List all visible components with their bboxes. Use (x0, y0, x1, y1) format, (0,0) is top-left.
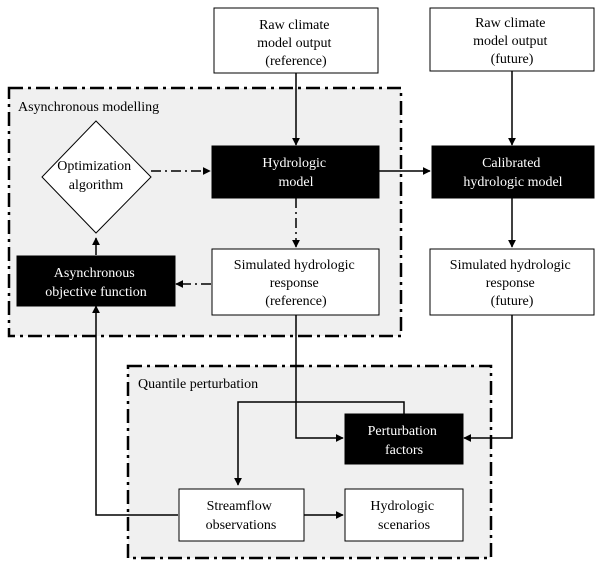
box-calibrated-model (431, 145, 595, 199)
edge-sim-fut-to-perturbation (463, 315, 513, 442)
box-hydrologic-model (211, 145, 380, 199)
label-async-objective: Asynchronous objective function (45, 266, 146, 300)
label-hydrologic-model: Hydrologic model (262, 156, 329, 190)
box-optimization-algorithm (41, 120, 152, 234)
label-raw-ref: Raw climate model output (reference) (257, 18, 335, 69)
region-async-label: Asynchronous modelling (18, 100, 159, 115)
box-raw-climate-future (429, 7, 595, 72)
label-sim-fut: Simulated hydrologic response (future) (450, 258, 574, 309)
box-streamflow-observations (178, 488, 305, 542)
label-perturbation: Perturbation factors (368, 424, 441, 458)
label-scenarios: Hydrologic scenarios (370, 499, 437, 533)
label-calibrated-model: Calibrated hydrologic model (463, 156, 562, 190)
edge-streamflow-to-objective (92, 305, 178, 516)
edge-perturbation-to-streamflow (234, 401, 405, 486)
box-sim-fut (429, 248, 595, 316)
label-sim-ref: Simulated hydrologic response (reference… (234, 258, 358, 309)
box-perturbation-factors (344, 413, 464, 465)
label-raw-fut: Raw climate model output (future) (473, 16, 551, 67)
label-streamflow: Streamflow observations (206, 499, 277, 533)
label-optimization: Optimization algorithm (57, 159, 134, 193)
box-async-objective (16, 255, 176, 307)
box-hydrologic-scenarios (344, 488, 464, 542)
box-sim-ref (211, 248, 380, 316)
edge-sim-ref-to-perturbation (295, 315, 344, 442)
box-raw-climate-reference (213, 7, 379, 74)
region-quantile-label: Quantile perturbation (138, 377, 258, 392)
